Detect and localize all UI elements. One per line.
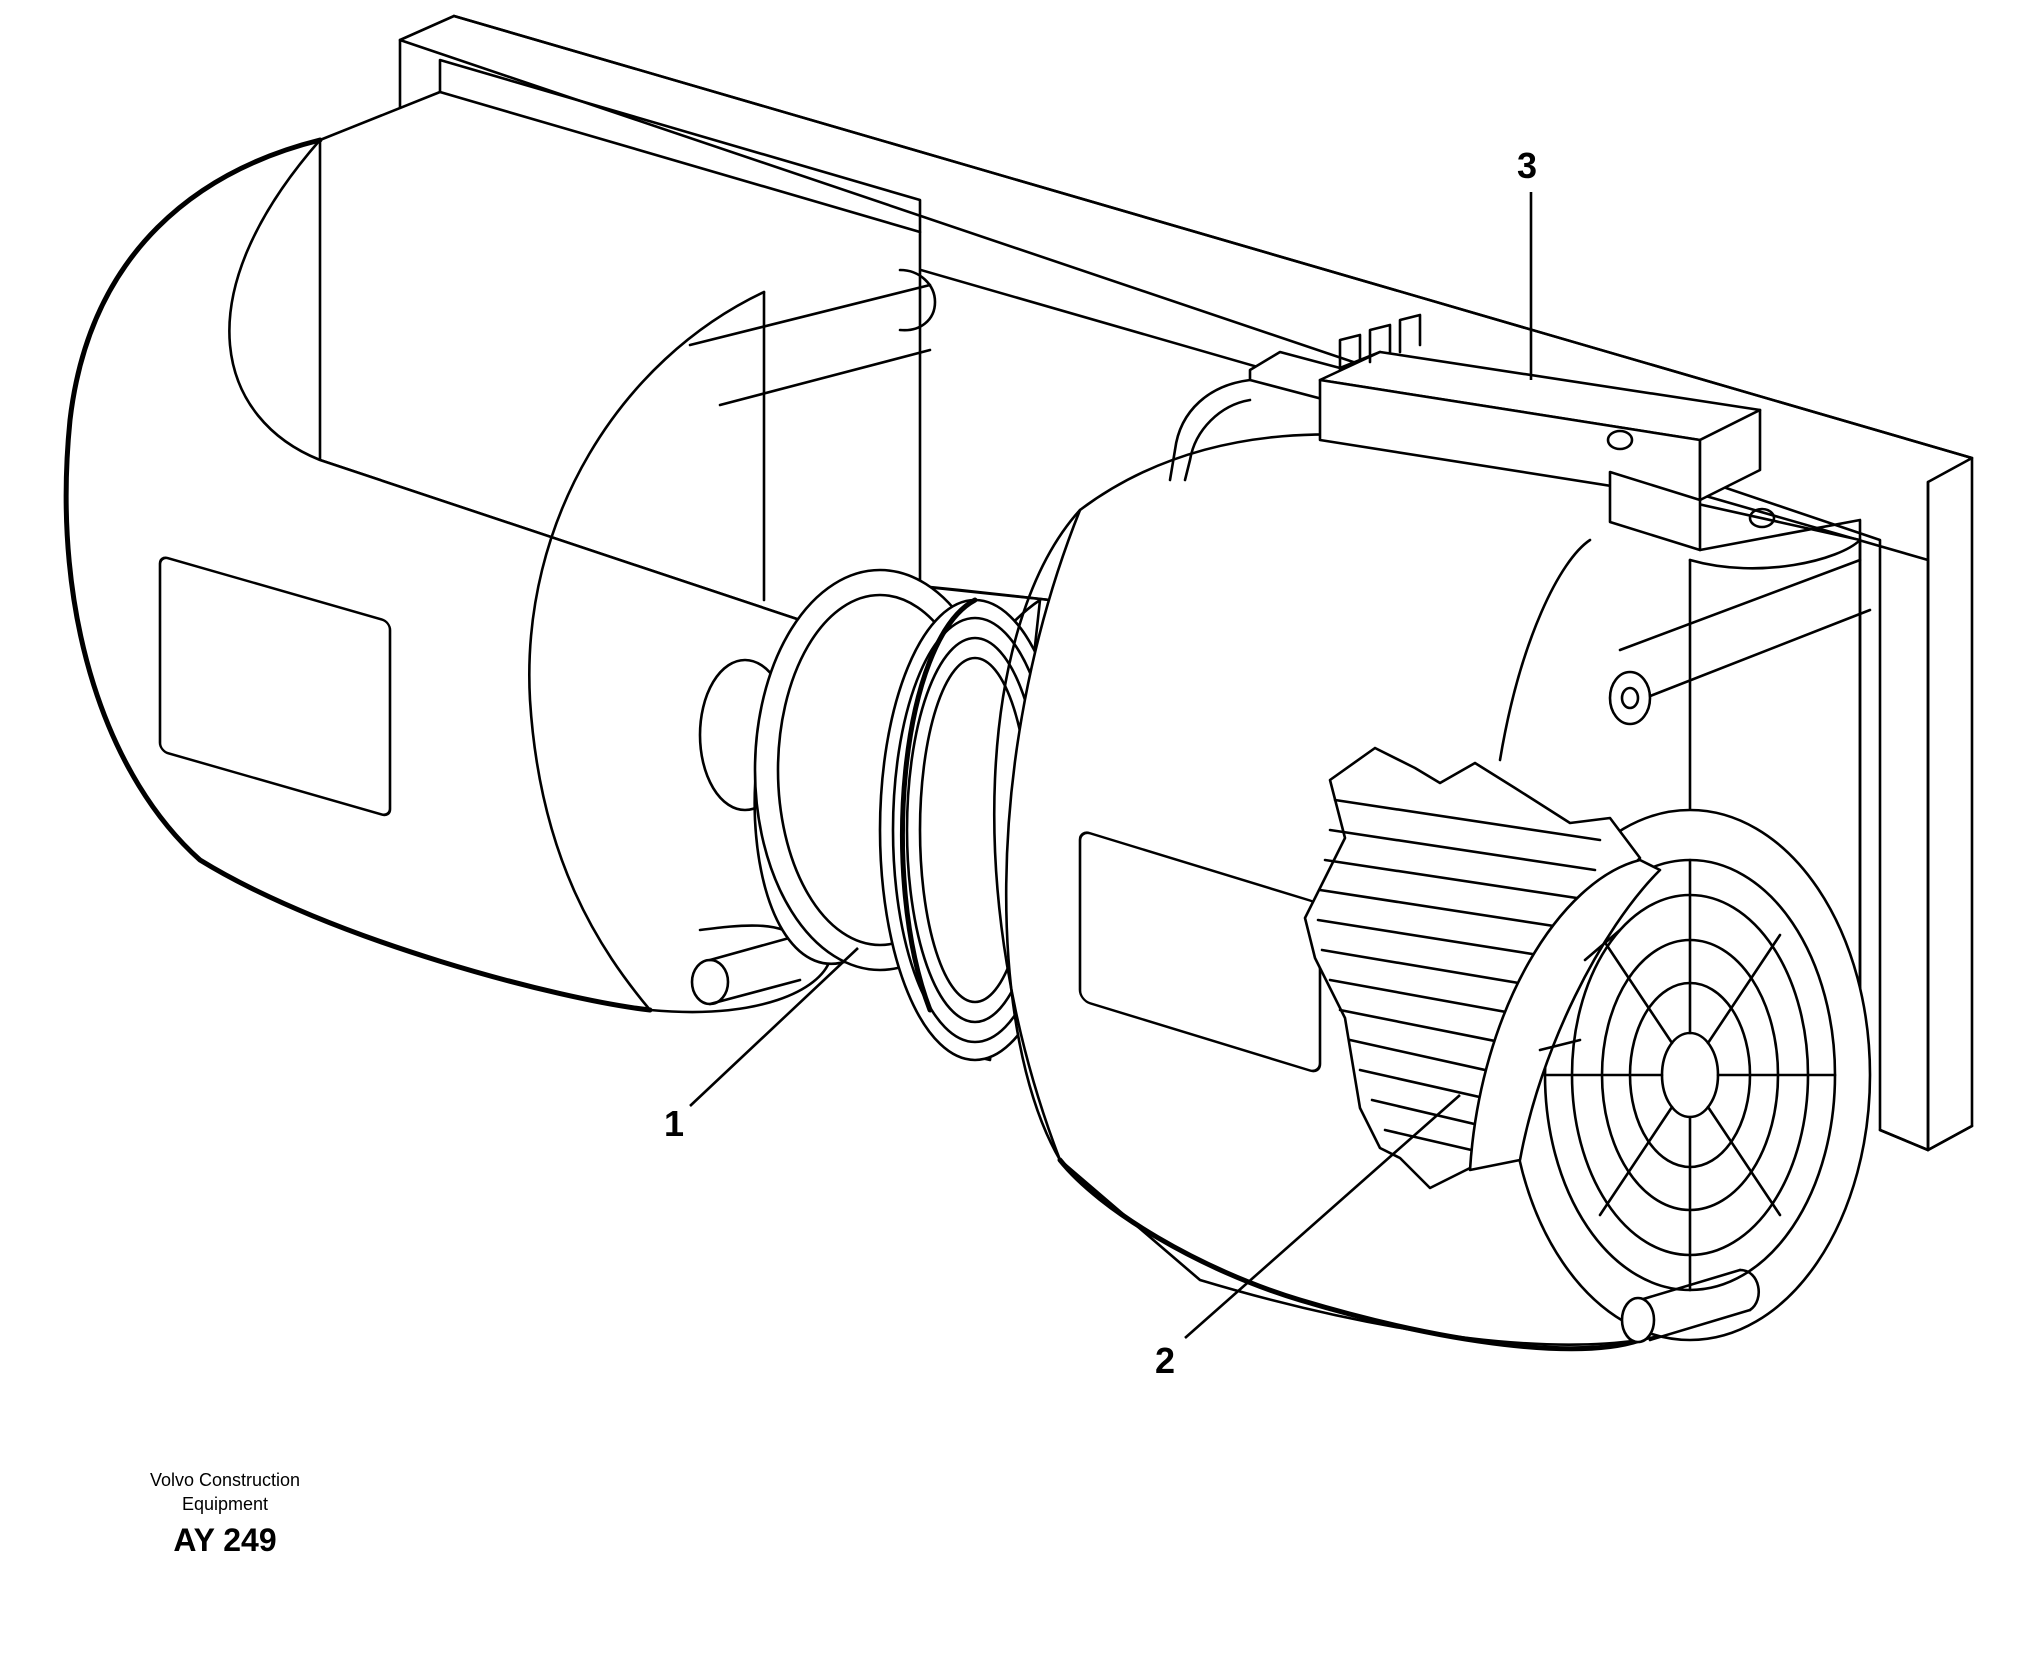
leader-lines [689,192,1533,1339]
impeller-cutaway [1303,746,1662,1190]
maker-line-1: Volvo Construction [149,1470,301,1490]
callout-label-2: 2 [1155,1340,1176,1381]
callout-label-1: 1 [664,1103,685,1144]
drawing-code: AY 249 [173,1522,277,1558]
drawing-caption: Volvo Construction Equipment AY 249 [105,1468,345,1560]
leader-2 [1184,1094,1461,1339]
resistor-block [1168,313,1862,552]
leader-1 [689,947,859,1107]
callout-label-3: 3 [1517,145,1538,186]
left-blower-housing [63,58,937,1014]
maker-line-2: Equipment [181,1494,269,1514]
